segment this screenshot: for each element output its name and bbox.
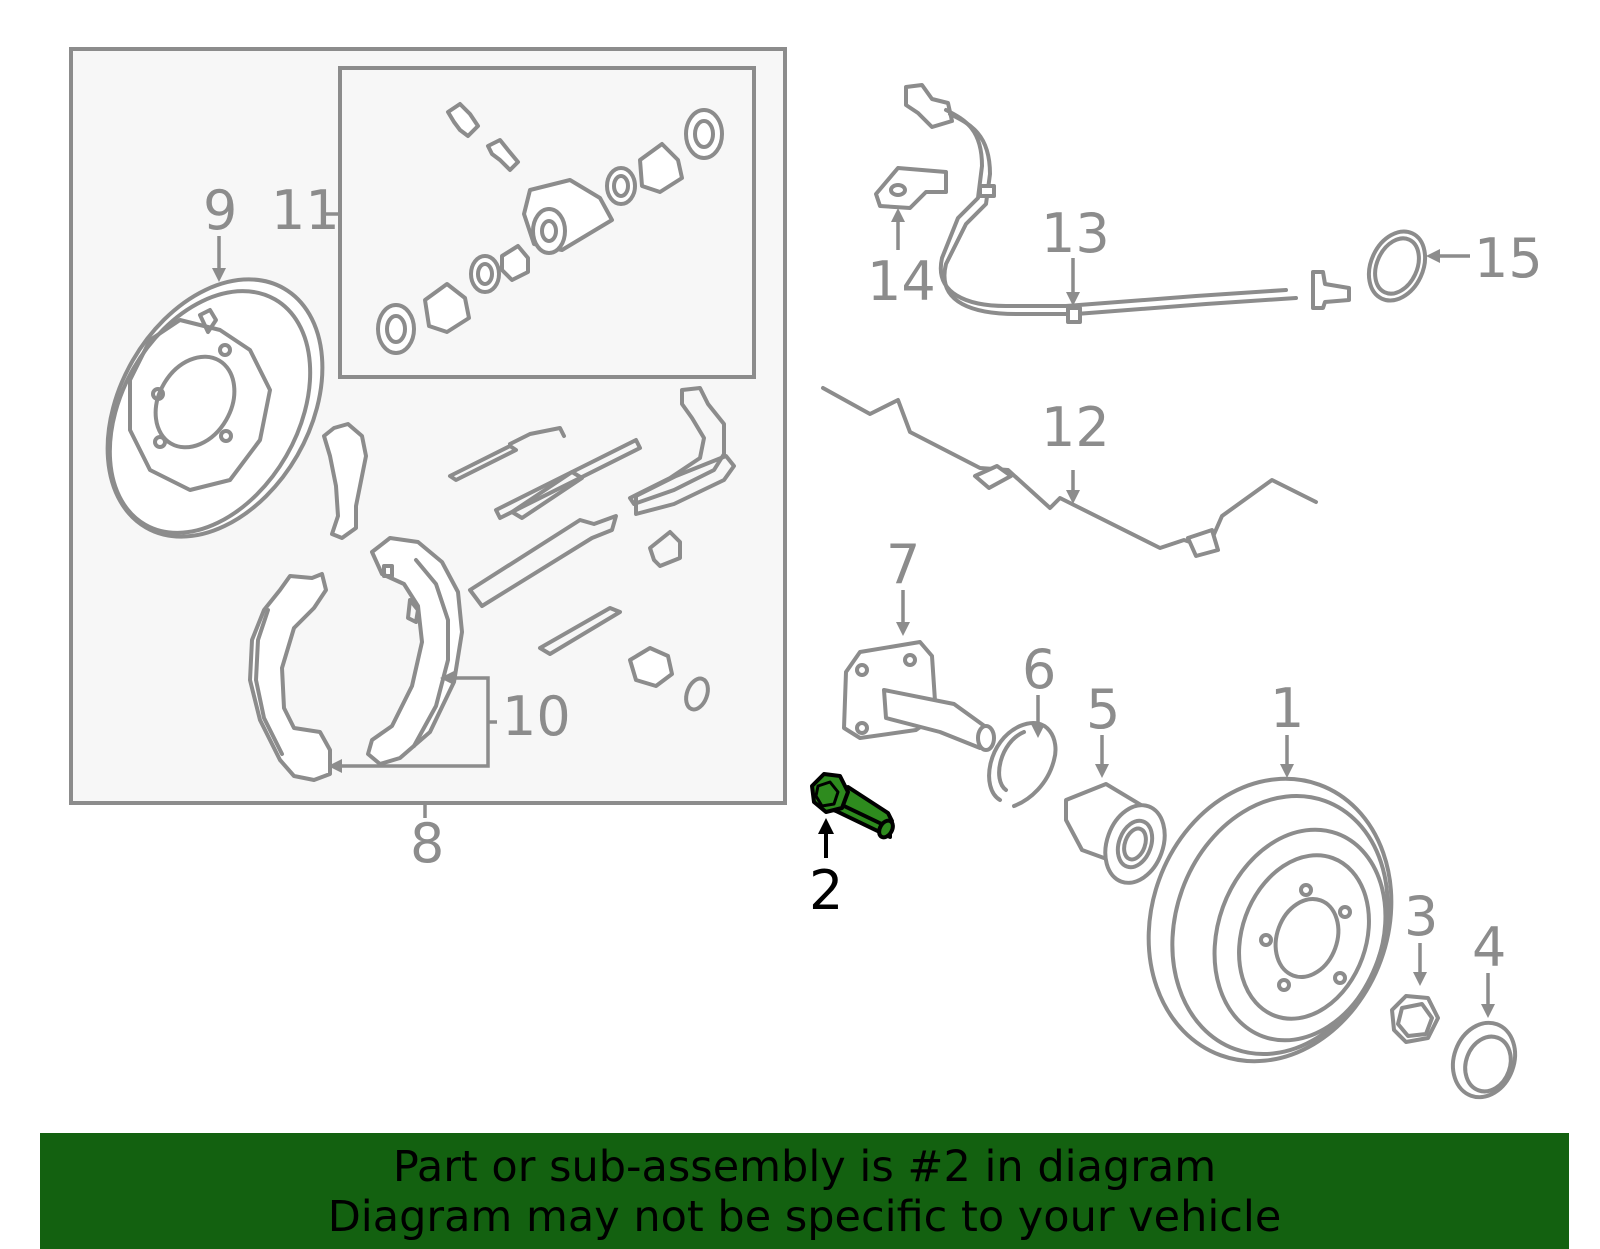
hub-bolt-highlighted — [810, 772, 895, 858]
brake-shoes — [248, 536, 497, 782]
abs-wheel-speed-sensor — [904, 83, 1351, 324]
tone-ring — [1366, 229, 1428, 303]
sensor-bracket — [874, 166, 948, 210]
notice-banner: Part or sub-assembly is #2 in diagram Di… — [40, 1133, 1569, 1249]
brake-line — [821, 386, 1318, 558]
callout-13: 13 — [1041, 202, 1110, 265]
snap-ring — [987, 721, 1058, 808]
notice-line-2: Diagram may not be specific to your vehi… — [327, 1192, 1282, 1242]
callout-4: 4 — [1472, 916, 1506, 979]
callout-leaders — [212, 208, 1495, 1018]
callout-1: 1 — [1270, 677, 1304, 740]
callout-15: 15 — [1474, 227, 1543, 290]
brake-hardware — [322, 386, 736, 712]
backing-plate — [105, 277, 325, 539]
wheel-bearing — [1064, 782, 1167, 885]
wheel-cylinder-kit — [325, 66, 756, 379]
callout-12: 12 — [1041, 396, 1110, 459]
callout-9: 9 — [203, 179, 237, 242]
callout-2-highlighted: 2 — [809, 859, 843, 922]
spindle — [842, 640, 996, 752]
callout-6: 6 — [1022, 638, 1056, 701]
callout-7: 7 — [886, 533, 920, 596]
brake-drum — [1146, 776, 1394, 1064]
hub-nut — [1390, 994, 1440, 1044]
notice-line-1: Part or sub-assembly is #2 in diagram — [392, 1142, 1217, 1192]
hub-cap — [1450, 1020, 1518, 1100]
callout-labels: 1 2 3 4 5 6 7 8 9 10 11 12 13 14 15 — [203, 179, 1543, 979]
callout-5: 5 — [1086, 678, 1120, 741]
callout-10: 10 — [502, 685, 571, 748]
callout-11: 11 — [271, 179, 340, 242]
callout-14: 14 — [867, 250, 936, 313]
callout-8: 8 — [410, 812, 444, 875]
callout-3: 3 — [1404, 885, 1438, 948]
